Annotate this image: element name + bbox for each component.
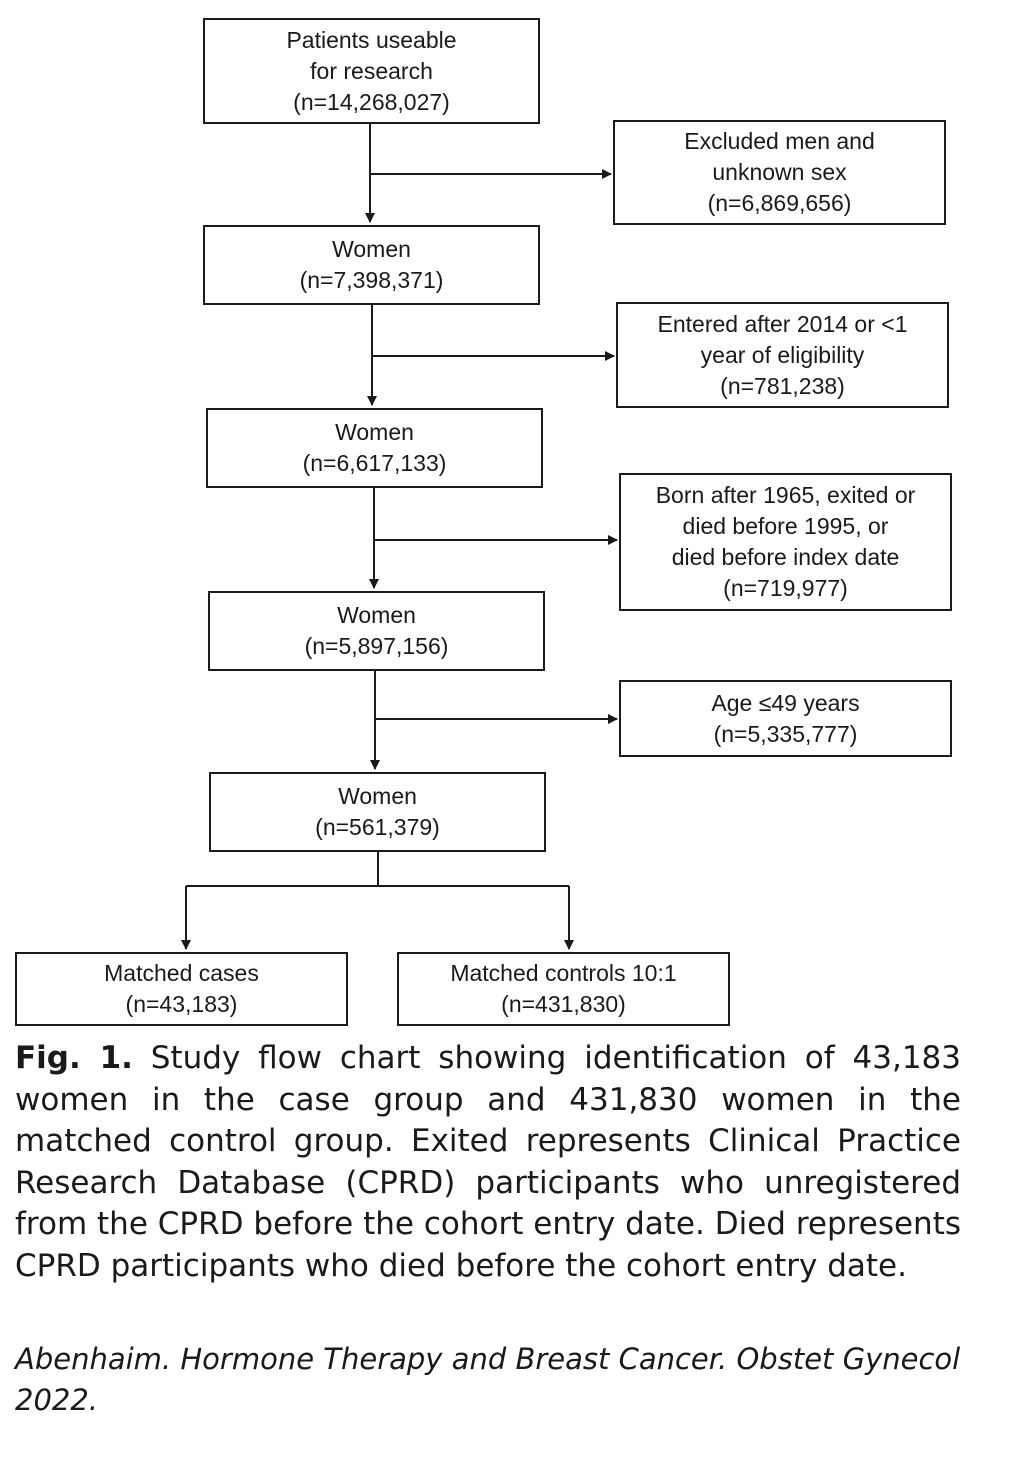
box-line: (n=6,617,133) [302, 450, 447, 476]
box-line: Excluded men and [684, 128, 875, 154]
box-line: for research [310, 57, 433, 84]
women-box-2: Women (n=6,617,133) [206, 408, 543, 488]
box-line: (n=5,897,156) [304, 633, 449, 659]
box-line: (n=7,398,371) [299, 267, 444, 293]
box-line: Born after 1965, exited or [655, 482, 916, 508]
women-box-1: Women (n=7,398,371) [203, 225, 540, 305]
box-line: (n=43,183) [125, 991, 238, 1017]
box-line: died before index date [671, 544, 900, 570]
women-box-4: Women (n=561,379) [209, 772, 546, 852]
box-line: Patients useable [286, 26, 457, 53]
excluded-men-box: Excluded men and unknown sex (n=6,869,65… [613, 120, 946, 225]
box-line: (n=719,977) [723, 575, 848, 601]
matched-controls-box: Matched controls 10:1 (n=431,830) [397, 952, 730, 1026]
box-line: (n=561,379) [315, 814, 440, 840]
box-line: year of eligibility [700, 341, 865, 368]
excluded-age-box: Age ≤49 years (n=5,335,777) [619, 680, 952, 757]
box-line: (n=6,869,656) [707, 190, 852, 216]
figure-citation: Abenhaim. Hormone Therapy and Breast Can… [15, 1342, 961, 1417]
box-line: unknown sex [712, 159, 847, 185]
excluded-entered-after-2014-box: Entered after 2014 or <1 year of eligibi… [616, 302, 949, 408]
box-line: (n=431,830) [501, 991, 626, 1017]
patients-useable-box: Patients useable for research (n=14,268,… [203, 18, 540, 124]
box-line: died before 1995, or [682, 513, 889, 539]
box-line: Matched controls 10:1 [450, 960, 677, 986]
box-line: Matched cases [104, 960, 259, 986]
women-box-3: Women (n=5,897,156) [208, 591, 545, 671]
box-line: (n=14,268,027) [293, 88, 450, 115]
caption-text: Study flow chart showing identification … [15, 1040, 961, 1284]
figure-caption: Fig. 1. Study flow chart showing identif… [15, 1038, 961, 1287]
box-line: Women [338, 783, 417, 809]
box-line: (n=781,238) [720, 372, 845, 399]
matched-cases-box: Matched cases (n=43,183) [15, 952, 348, 1026]
figure-label: Fig. 1. [15, 1040, 133, 1076]
box-line: Women [337, 602, 416, 628]
excluded-born-after-1965-box: Born after 1965, exited or died before 1… [619, 473, 952, 611]
box-line: Age ≤49 years [711, 689, 860, 716]
flowchart-connectors [181, 124, 618, 950]
box-line: (n=5,335,777) [713, 720, 858, 747]
box-line: Entered after 2014 or <1 [657, 310, 908, 337]
box-line: Women [332, 236, 411, 262]
box-line: Women [335, 419, 414, 445]
